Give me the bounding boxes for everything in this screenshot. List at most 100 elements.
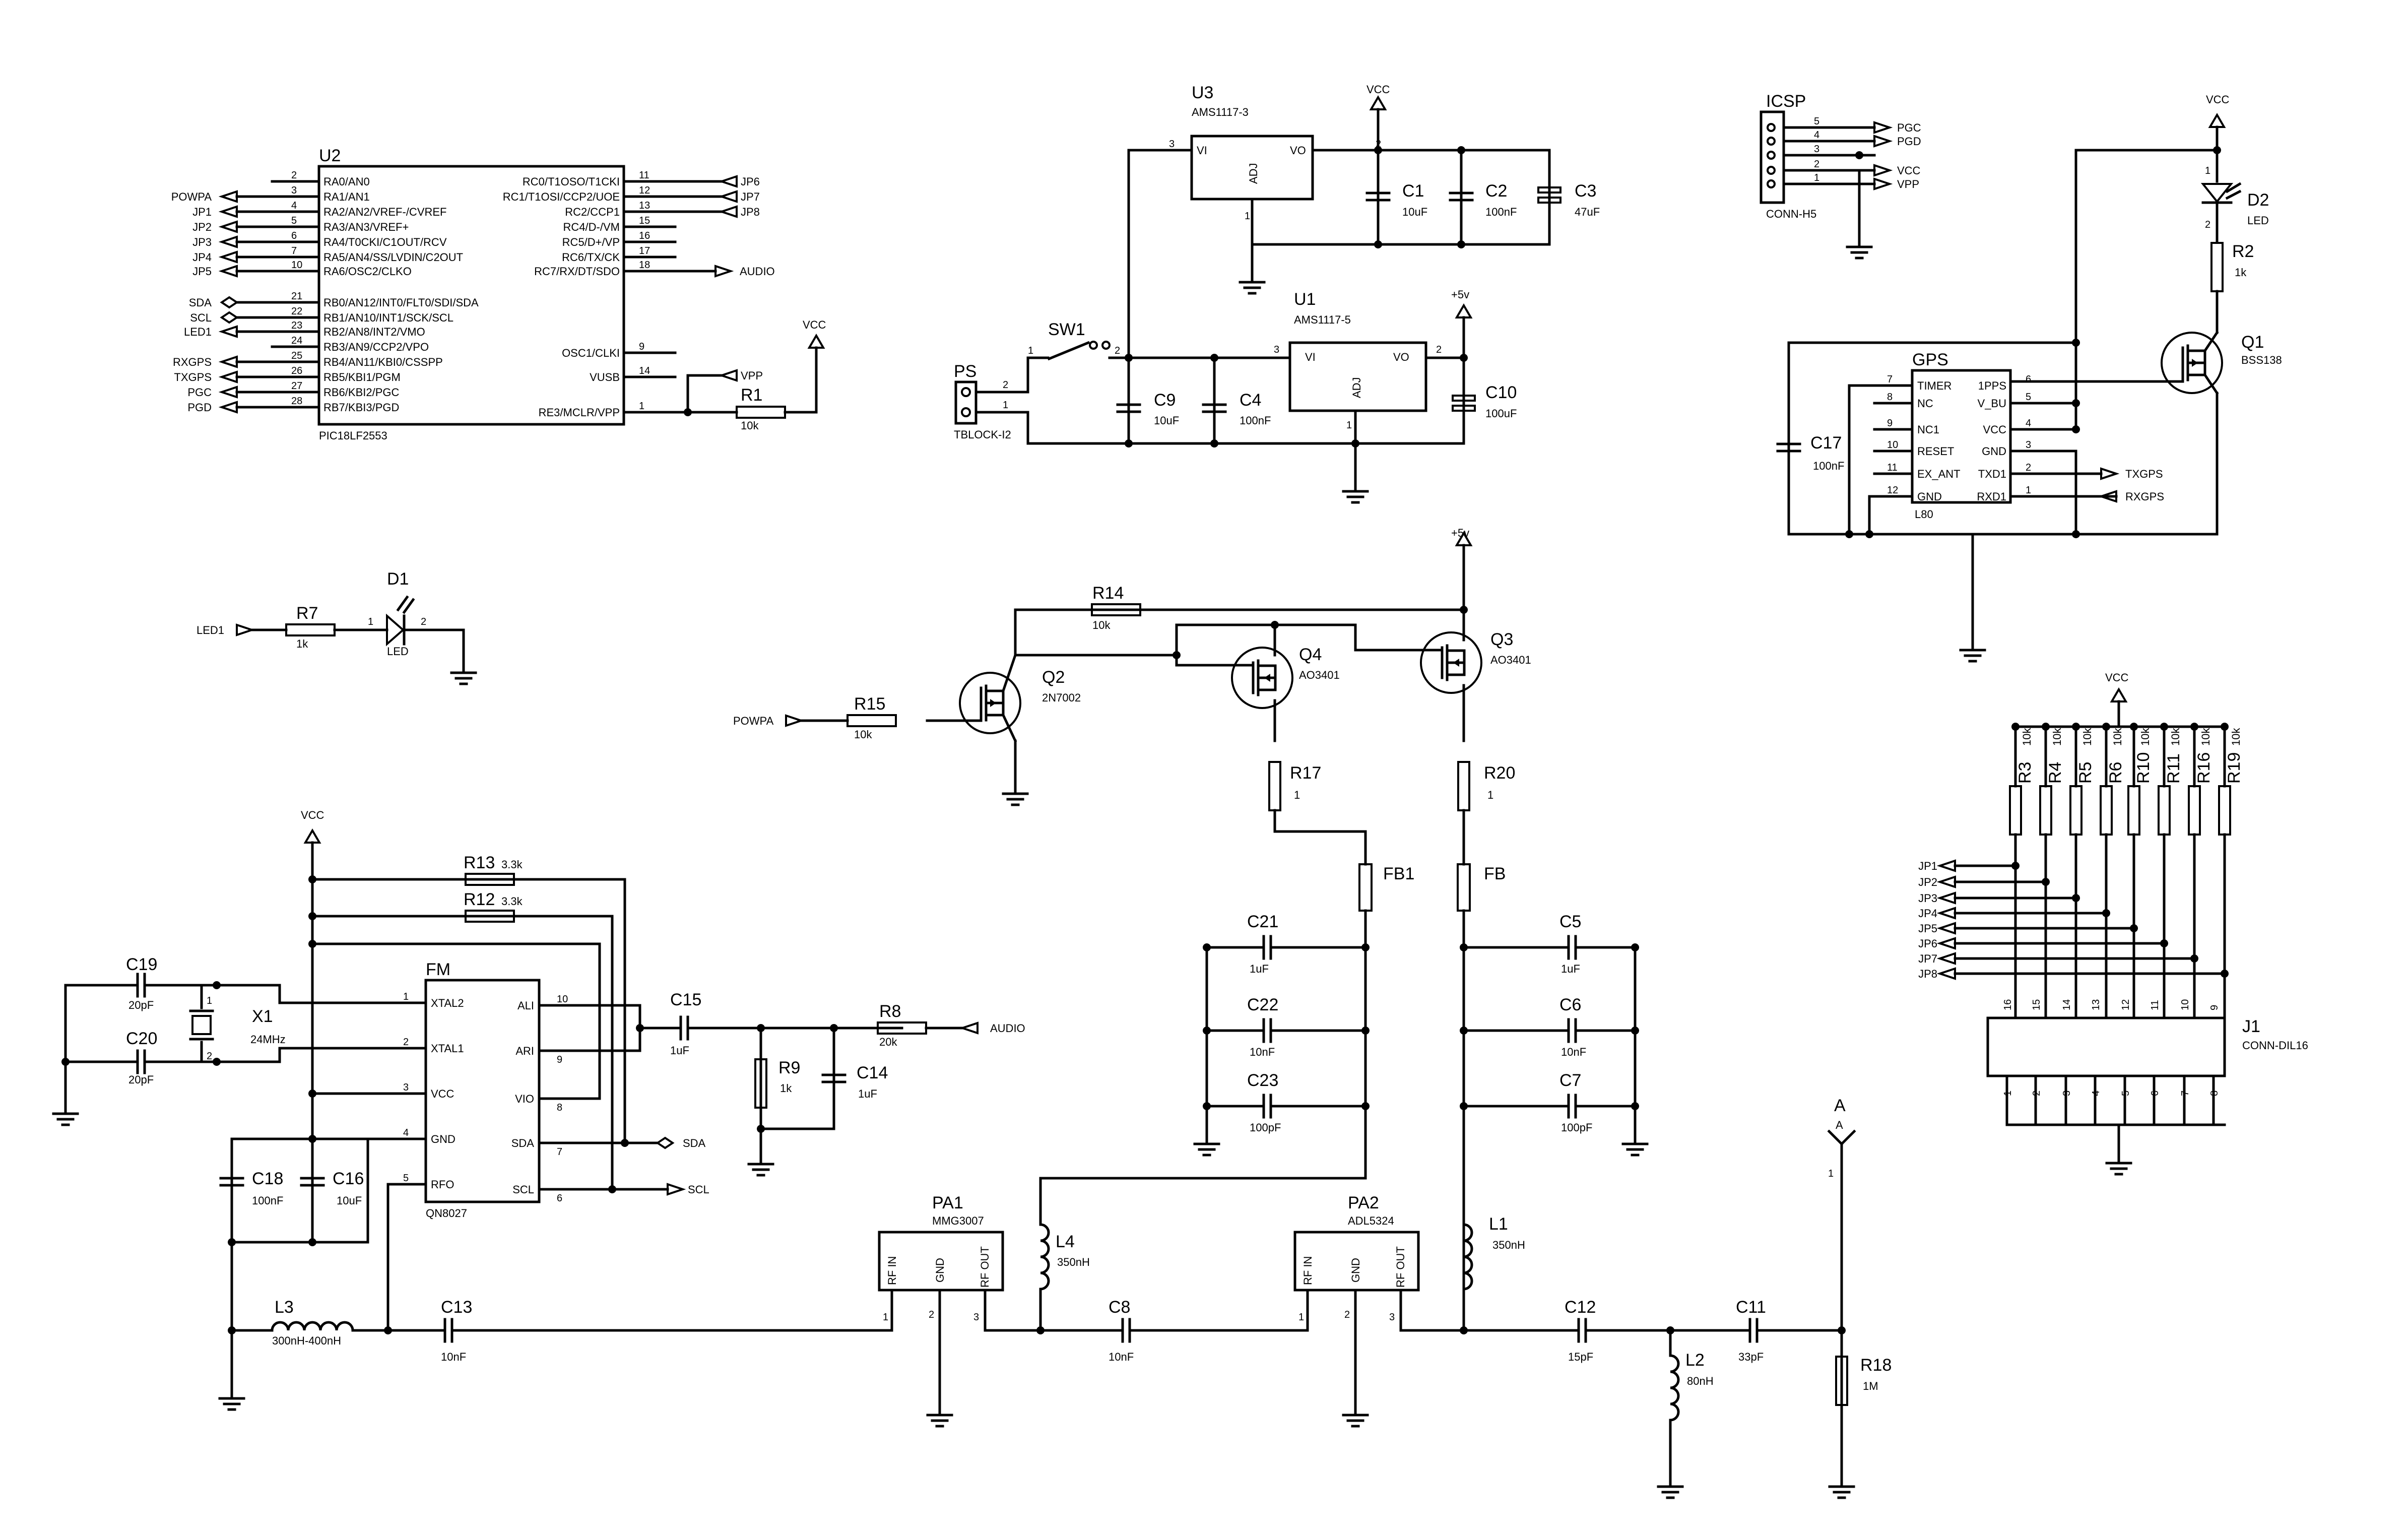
pa2-rfin: RF IN xyxy=(1301,1256,1314,1285)
rarray-val: 10k xyxy=(2139,728,2152,746)
gps-pin-num: 6 xyxy=(2026,374,2031,385)
fm-pin-name: VIO xyxy=(515,1093,534,1105)
u2-pin-num: 17 xyxy=(639,245,650,257)
d1-ref: D1 xyxy=(387,569,409,589)
net-arrow-icon xyxy=(221,221,238,233)
r20-ref: R20 xyxy=(1484,763,1515,783)
u2-net-label: SDA xyxy=(189,296,212,309)
gps-pin-num: 8 xyxy=(1887,392,1893,403)
u3-ref: U3 xyxy=(1192,83,1213,102)
cap-val: 100uF xyxy=(1485,407,1517,420)
u1-pin3: 3 xyxy=(1274,344,1279,355)
ps-part: TBLOCK-I2 xyxy=(954,428,1011,441)
gps-pin-num: 12 xyxy=(1887,485,1898,496)
gps-pin-num: 10 xyxy=(1887,439,1898,451)
sw1-pin1: 1 xyxy=(1028,345,1033,356)
u2-pin-num: 15 xyxy=(639,215,650,226)
u2-pin-name: RA3/AN3/VREF+ xyxy=(323,221,409,233)
c11-ref: C11 xyxy=(1736,1298,1766,1317)
c19-val: 20pF xyxy=(128,999,154,1011)
rarray-val: 10k xyxy=(2230,728,2242,746)
u2-pin-name: RC4/D-/VM xyxy=(563,221,620,233)
gps-pin-name: RESET xyxy=(1917,445,1954,458)
jp-arrow-icon xyxy=(1939,968,1956,980)
c20-ref: C20 xyxy=(126,1029,157,1048)
jp-arrow-icon xyxy=(1939,937,1956,949)
pa1-gnd: GND xyxy=(934,1258,946,1283)
rarray-ref: R19 xyxy=(2225,752,2244,784)
fm-pin-num: 1 xyxy=(403,991,409,1002)
c17-val: 100nF xyxy=(1813,460,1844,472)
u2-pin-name: RC5/D+/VP xyxy=(562,236,620,248)
gps-pin-name: 1PPS xyxy=(1978,379,2006,392)
d1-val: LED xyxy=(387,645,409,658)
q1-ref: Q1 xyxy=(2241,333,2264,352)
cap-ref: C3 xyxy=(1575,181,1596,201)
cap-ref: C2 xyxy=(1485,181,1507,201)
u3-pin1: 1 xyxy=(1245,211,1250,222)
u2-pin-name: RE3/MCLR/VPP xyxy=(539,406,620,419)
fm-part: QN8027 xyxy=(426,1207,467,1220)
u2-pin-name: RB6/KBI2/PGC xyxy=(323,386,400,399)
u2-pin-num: 23 xyxy=(291,320,302,331)
cap-ref: C9 xyxy=(1154,391,1176,410)
cap-ref: C1 xyxy=(1402,181,1424,201)
icsp-pin-num: 4 xyxy=(1814,130,1819,141)
r18-ref: R18 xyxy=(1860,1356,1892,1375)
c14-ref: C14 xyxy=(857,1063,888,1082)
ps-terminal-block: PS TBLOCK-I2 2 1 xyxy=(954,362,1029,445)
vcc-label: VCC xyxy=(803,318,826,331)
fm-audio-label: AUDIO xyxy=(990,1022,1025,1035)
pa2-ref: PA2 xyxy=(1348,1193,1379,1212)
u2-pin-name: RB7/KBI3/PGD xyxy=(323,401,399,414)
u2-pin-name: RA4/T0CKI/C1OUT/RCV xyxy=(323,236,447,248)
gps-pin-num: 5 xyxy=(2026,392,2031,403)
jp-label: JP8 xyxy=(1918,968,1937,980)
fm-scl-label: SCL xyxy=(688,1183,709,1196)
fm-body xyxy=(424,979,541,1203)
u1-5v-label: +5v xyxy=(1451,288,1469,301)
sw1-ref: SW1 xyxy=(1048,320,1085,339)
icsp-body xyxy=(1760,110,1785,204)
net-arrow-icon xyxy=(221,356,238,368)
u2-pin-name: RB3/AN9/CCP2/VPO xyxy=(323,341,429,353)
x1-ref: X1 xyxy=(252,1007,273,1026)
jp-arrow-icon xyxy=(1939,876,1956,888)
j1-pin-num: 11 xyxy=(2150,1000,2161,1010)
gps-pin-num: 1 xyxy=(2026,485,2031,496)
jp-arrow-icon xyxy=(1939,952,1956,965)
u2-net-label: RXGPS xyxy=(173,356,212,368)
cap-ref: C4 xyxy=(1240,391,1261,410)
j1-pin-num: 12 xyxy=(2120,999,2131,1010)
status-led-circuit: LED1 R7 1k D1 LED 1 2 xyxy=(197,569,476,684)
fm-pin-num: 6 xyxy=(557,1193,562,1204)
gps-body xyxy=(1911,369,2012,504)
fm-pin-num: 7 xyxy=(557,1146,562,1158)
gps-pin-name: EX_ANT xyxy=(1917,468,1961,480)
fm-pin-num: 5 xyxy=(403,1173,409,1184)
pa1-part: MMG3007 xyxy=(932,1214,984,1227)
cap-ref: C22 xyxy=(1247,995,1278,1014)
q3-part: AO3401 xyxy=(1490,654,1531,666)
rarray-ref: R10 xyxy=(2134,752,2153,784)
gps-pin-name: VCC xyxy=(1983,423,2007,436)
net-arrow-icon xyxy=(221,265,238,277)
icsp-pin-num: 3 xyxy=(1814,144,1819,155)
r14-val: 10k xyxy=(1092,619,1111,631)
u2-net-label: LED1 xyxy=(184,326,212,338)
r17-val: 1 xyxy=(1294,789,1300,801)
jp-arrow-icon xyxy=(1939,907,1956,919)
u1-adj: ADJ xyxy=(1350,377,1363,398)
rf-chain: L3 300nH-400nH C13 10nF PA1 MMG3007 RF I… xyxy=(228,1096,1892,1498)
jp-arrow-icon xyxy=(1939,860,1956,872)
fb-ref: FB xyxy=(1484,864,1506,883)
u2-net-label: PGC xyxy=(187,386,212,399)
j1-pin-num: 15 xyxy=(2031,999,2042,1010)
net-arrow-icon xyxy=(221,236,238,248)
fm-sda-label: SDA xyxy=(683,1137,706,1149)
ps-pin2: 2 xyxy=(1003,379,1008,391)
fm-pin-num: 9 xyxy=(557,1054,562,1065)
c19-ref: C19 xyxy=(126,955,157,974)
